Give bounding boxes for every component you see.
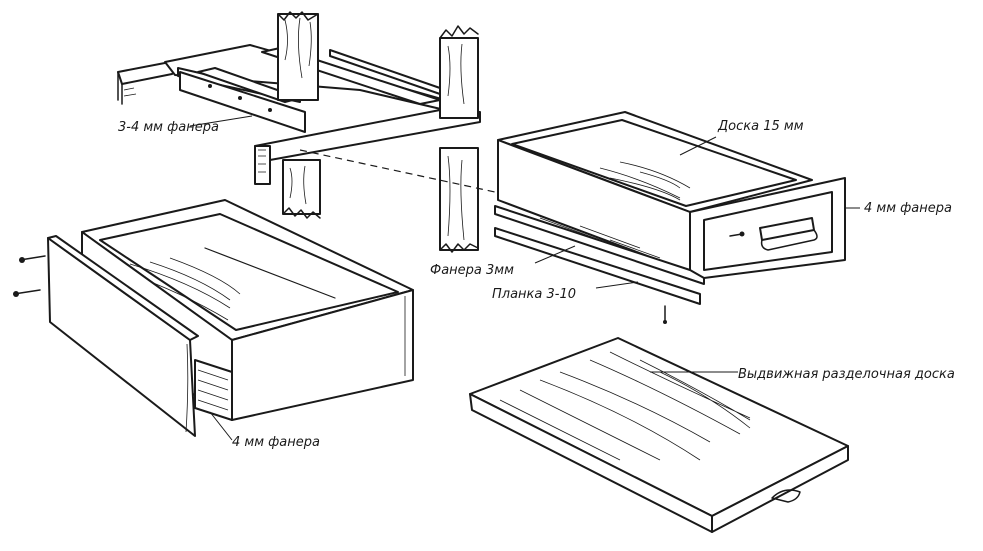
assembled-drawer — [494, 111, 860, 324]
label-board-15mm: Доска 15 мм — [717, 119, 804, 134]
label-pullout-cutting-board: Выдвижная разделочная доска — [738, 367, 955, 382]
label-plywood-4mm-front: 4 мм фанера — [864, 201, 952, 216]
exploded-drawer — [13, 199, 414, 441]
label-strip-3-10: Планка 3-10 — [492, 287, 576, 302]
cutting-board — [469, 337, 849, 533]
rail-frame-assembly — [117, 11, 496, 253]
label-plywood-4mm-bottom: 4 мм фанера — [232, 435, 320, 450]
label-plywood-3-4mm: 3-4 мм фанера — [118, 120, 219, 135]
label-plywood-3mm: Фанера 3мм — [430, 263, 514, 278]
